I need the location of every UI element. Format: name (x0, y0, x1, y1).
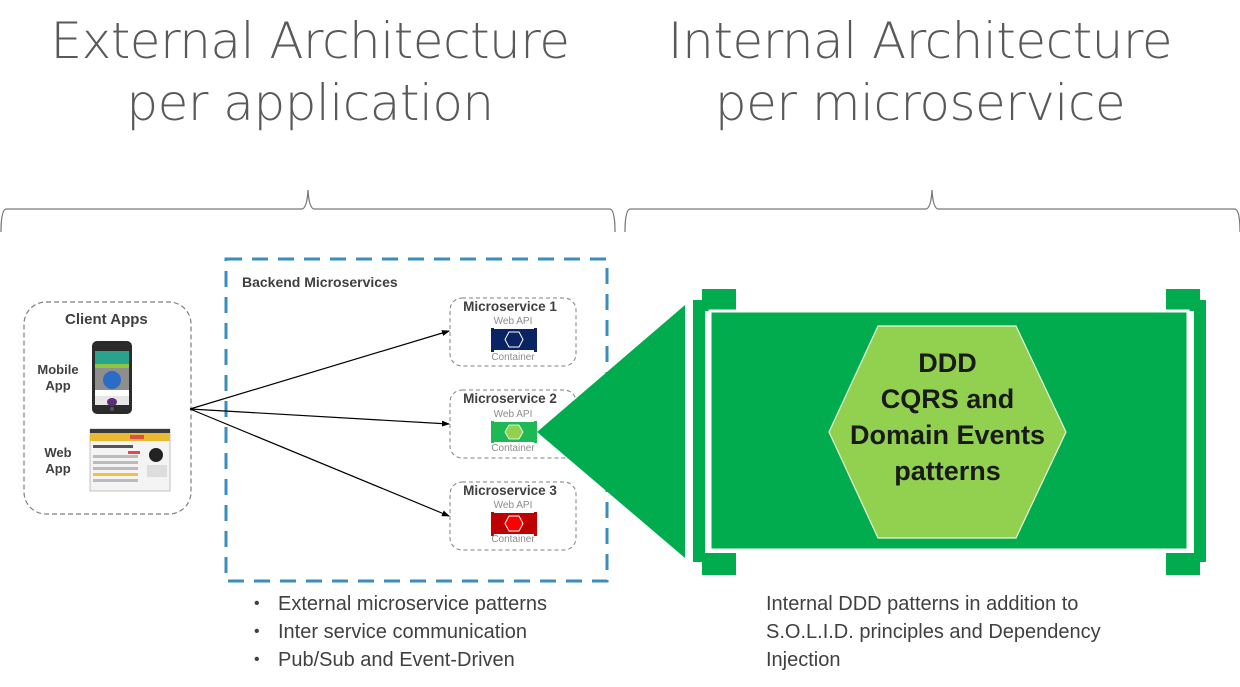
web-app-screenshot (89, 428, 171, 492)
internal-heading-line2: per microservice (714, 74, 1126, 132)
microservice-3-title: Microservice 3 (463, 483, 557, 498)
client-apps-title: Client Apps (65, 311, 148, 328)
backend-microservices-box (224, 257, 609, 583)
external-bullet-item: External microservice patterns (250, 590, 547, 618)
microservice-3-box (449, 481, 577, 551)
backend-microservices-title: Backend Microservices (242, 274, 398, 290)
internal-description-line-2: S.O.L.I.D. principles and Dependency (766, 621, 1101, 643)
mobile-app-label-line1: Mobile (37, 362, 79, 377)
external-brace (0, 189, 616, 233)
ddd-line-2: CQRS and (880, 384, 1015, 414)
mobile-app-label: Mobile App (34, 362, 82, 394)
ddd-line-1: DDD (918, 348, 977, 378)
internal-description-line-1: Internal DDD patterns in addition to (766, 593, 1079, 615)
container-icon-3 (491, 512, 537, 536)
mobile-app-screenshot (92, 341, 132, 414)
microservice-1-web-api-label: Web API (493, 316, 533, 327)
microservice-2-title: Microservice 2 (463, 391, 557, 406)
ddd-patterns-text: DDD CQRS and Domain Events patterns (820, 345, 1075, 489)
ddd-hexagon (828, 325, 1067, 539)
web-app-label-line2: App (45, 461, 71, 476)
mobile-app-label-line2: App (45, 378, 71, 393)
microservice-2-web-api-label: Web API (493, 409, 533, 420)
zoom-cone (537, 305, 685, 558)
microservice-3-web-api-label: Web API (493, 500, 533, 511)
external-heading-line2: per application (126, 74, 494, 132)
container-icon-2 (491, 421, 537, 443)
external-architecture-heading: External Architecture per application (20, 10, 600, 134)
web-app-label: Web App (34, 445, 82, 477)
container-icon-1 (491, 328, 537, 352)
microservice-1-container-label: Container (491, 352, 535, 363)
microservice-1-title: Microservice 1 (463, 299, 557, 314)
internal-description-line-3: Injection (766, 649, 841, 671)
arrow-to-microservice-3 (189, 408, 450, 517)
external-bullet-item: Inter service communication (250, 618, 547, 646)
external-heading-line1: External Architecture (50, 12, 570, 70)
microservice-1-box (449, 297, 577, 367)
arrow-to-microservice-2 (189, 408, 450, 427)
external-patterns-list: External microservice patterns Inter ser… (250, 590, 547, 674)
client-apps-box (23, 301, 192, 515)
internal-heading-line1: Internal Architecture (667, 12, 1173, 70)
arrow-to-microservice-1 (189, 330, 450, 410)
web-app-label-line1: Web (44, 445, 72, 460)
ddd-line-3: Domain Events (849, 420, 1046, 450)
external-bullet-item: Pub/Sub and Event-Driven (250, 646, 547, 674)
microservice-2-container-label: Container (491, 443, 535, 454)
microservice-3-container-label: Container (491, 534, 535, 545)
internal-patterns-description: Internal DDD patterns in addition to S.O… (766, 590, 1101, 674)
ddd-line-4: patterns (894, 456, 1001, 486)
internal-architecture-heading: Internal Architecture per microservice (630, 10, 1210, 134)
internal-brace (624, 189, 1240, 233)
